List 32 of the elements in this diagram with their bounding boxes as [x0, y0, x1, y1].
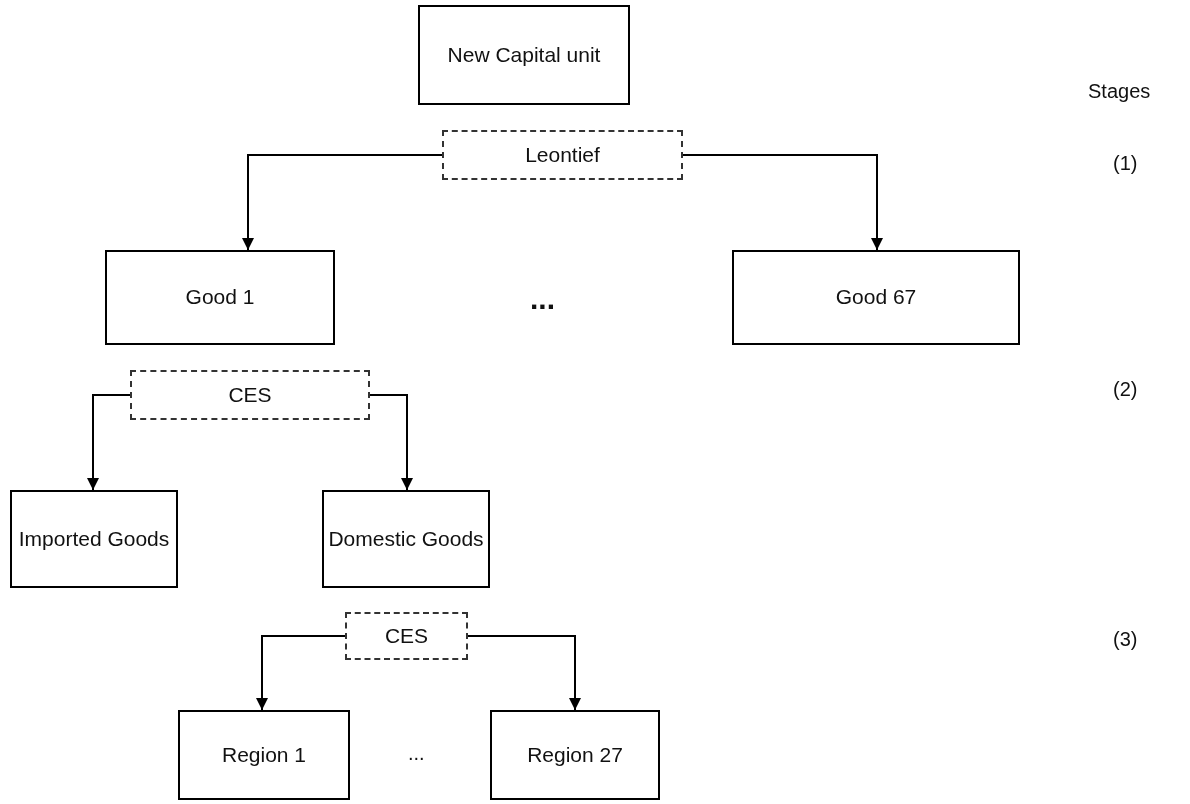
ellipsis: ... [530, 282, 555, 316]
node-text: Leontief [525, 141, 600, 168]
process-box [322, 490, 490, 588]
process-box [490, 710, 660, 800]
arrow [87, 394, 131, 491]
arrow [369, 394, 413, 491]
node-text: Good 67 [835, 284, 917, 311]
stage-heading: Stages [1088, 80, 1151, 103]
node-text: Imported Goods [18, 525, 170, 552]
process-box [178, 710, 350, 800]
process-box [732, 250, 1020, 345]
node-text: Region 27 [527, 741, 623, 768]
arrow [242, 154, 443, 251]
process-box [105, 250, 335, 345]
process-box [418, 5, 630, 105]
arrow [256, 635, 346, 711]
dashed-box [442, 130, 683, 180]
dashed-box [345, 612, 468, 660]
node-text: Good 1 [185, 284, 255, 311]
node-text: New Capital unit [447, 41, 601, 68]
dashed-box [130, 370, 370, 420]
node-text: CES [384, 622, 429, 649]
node-text: CES [228, 381, 272, 408]
stage-number: (1) [1113, 152, 1138, 175]
stage-number: (3) [1113, 628, 1138, 651]
process-box [10, 490, 178, 588]
arrow [682, 154, 883, 251]
ellipsis: ... [408, 742, 425, 765]
stage-number: (2) [1113, 378, 1138, 401]
node-text: Region 1 [221, 741, 307, 768]
node-text: Domestic Goods [328, 525, 484, 552]
arrow [467, 635, 581, 711]
